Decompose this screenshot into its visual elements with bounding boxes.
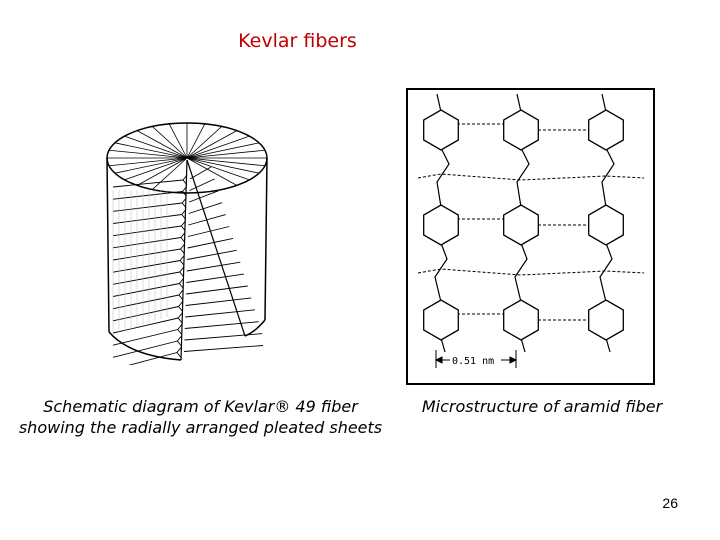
scale-label: 0.51 nm [452, 356, 494, 367]
pleat-zigzag [177, 324, 183, 335]
radial-line [168, 123, 188, 159]
pleat-line-right [187, 237, 234, 249]
radial-line [124, 135, 188, 159]
pleat-zigzag [178, 301, 183, 312]
body-shading [112, 190, 168, 335]
radial-sheets-top [107, 123, 267, 190]
h-bond [533, 319, 597, 326]
pleat-line-left [112, 225, 182, 237]
pleat-line-left [112, 248, 181, 261]
chain-segment [514, 242, 528, 303]
pleat-line-right [187, 226, 230, 237]
pleat-line-right [186, 273, 245, 283]
kevlar-fiber-schematic [106, 122, 268, 365]
cutaway-wedge [180, 159, 246, 361]
h-bond [533, 129, 597, 136]
pleat-line-left [112, 329, 178, 346]
pleat-line-right [186, 261, 241, 272]
benzene-ring [423, 299, 459, 341]
aramid-microstructure: 0.51 nm [406, 88, 655, 385]
radial-line [186, 149, 266, 159]
chain-segment [601, 93, 607, 113]
pleat-line-left [112, 191, 183, 200]
radial-line [186, 157, 260, 174]
radial-line [124, 157, 188, 181]
radial-line [108, 157, 188, 167]
radial-line [136, 130, 188, 159]
pleat-line-left [112, 283, 180, 297]
benzene-ring [588, 204, 624, 246]
benzene-ring [503, 299, 539, 341]
radial-line [108, 149, 188, 159]
pleat-zigzag [176, 347, 182, 358]
pleat-line-left [128, 352, 178, 365]
pleated-sheets [112, 166, 264, 365]
radial-line [136, 157, 188, 186]
pleat-line-left [112, 202, 183, 212]
page-number: 26 [662, 495, 678, 511]
left-figure-caption: Schematic diagram of Kevlar® 49 fiber sh… [18, 397, 383, 437]
benzene-rings [423, 109, 624, 341]
chain-segment [436, 93, 442, 113]
pleat-line-left [112, 340, 178, 358]
pleat-zigzag [176, 335, 182, 347]
pleat-zigzag [182, 186, 187, 197]
benzene-ring [588, 299, 624, 341]
pleat-line-left [112, 294, 180, 310]
pleat-line-right [189, 166, 212, 180]
radial-line [186, 157, 250, 181]
pleat-line-left [112, 260, 181, 273]
benzene-ring [423, 109, 459, 151]
h-bond [417, 268, 645, 276]
pleat-line-left [112, 237, 182, 249]
h-bond [452, 123, 511, 130]
benzene-ring [503, 204, 539, 246]
right-figure-caption: Microstructure of aramid fiber [421, 397, 663, 416]
pleat-line-right [184, 321, 259, 329]
pleat-line-left [112, 271, 180, 285]
pleat-line-left [112, 317, 179, 334]
radial-line [186, 123, 206, 159]
radial-line [186, 135, 250, 159]
pleat-line-left [112, 214, 182, 224]
h-bond [533, 224, 597, 231]
chain-segment [434, 242, 448, 303]
radial-line [114, 142, 188, 159]
benzene-ring [423, 204, 459, 246]
chain-segment [436, 147, 450, 208]
radial-line [114, 157, 188, 174]
pleat-line-right [184, 333, 263, 341]
chain-segment [516, 93, 522, 113]
h-bond [417, 173, 645, 181]
pleat-line-right [185, 285, 248, 295]
pleat-line-right [188, 202, 223, 214]
pleat-line-right [185, 309, 256, 318]
radial-line [186, 157, 238, 186]
chain-segment [601, 147, 615, 208]
pleat-line-right [187, 249, 237, 260]
chain-segment [516, 147, 530, 208]
pleat-zigzag [180, 243, 185, 255]
radial-line [152, 126, 188, 159]
slide-title: Kevlar fibers [238, 30, 357, 52]
radial-line [186, 130, 238, 159]
radial-line [186, 157, 266, 167]
radial-line [186, 126, 222, 159]
pleat-line-left [112, 306, 179, 322]
chain-segment [599, 242, 613, 303]
pleat-line-right [189, 178, 215, 191]
radial-line [152, 157, 188, 190]
pleat-line-right [185, 297, 252, 306]
benzene-ring [588, 109, 624, 151]
pleat-line-right [183, 345, 264, 352]
h-bond [452, 313, 511, 320]
pleat-line-right [189, 190, 219, 203]
pleat-line-right [188, 214, 226, 226]
pleat-line-left [112, 179, 184, 188]
scale-bar [434, 350, 518, 368]
radial-line [186, 142, 260, 159]
polymer-chains [434, 93, 615, 353]
h-bond [452, 218, 511, 225]
benzene-ring [503, 109, 539, 151]
